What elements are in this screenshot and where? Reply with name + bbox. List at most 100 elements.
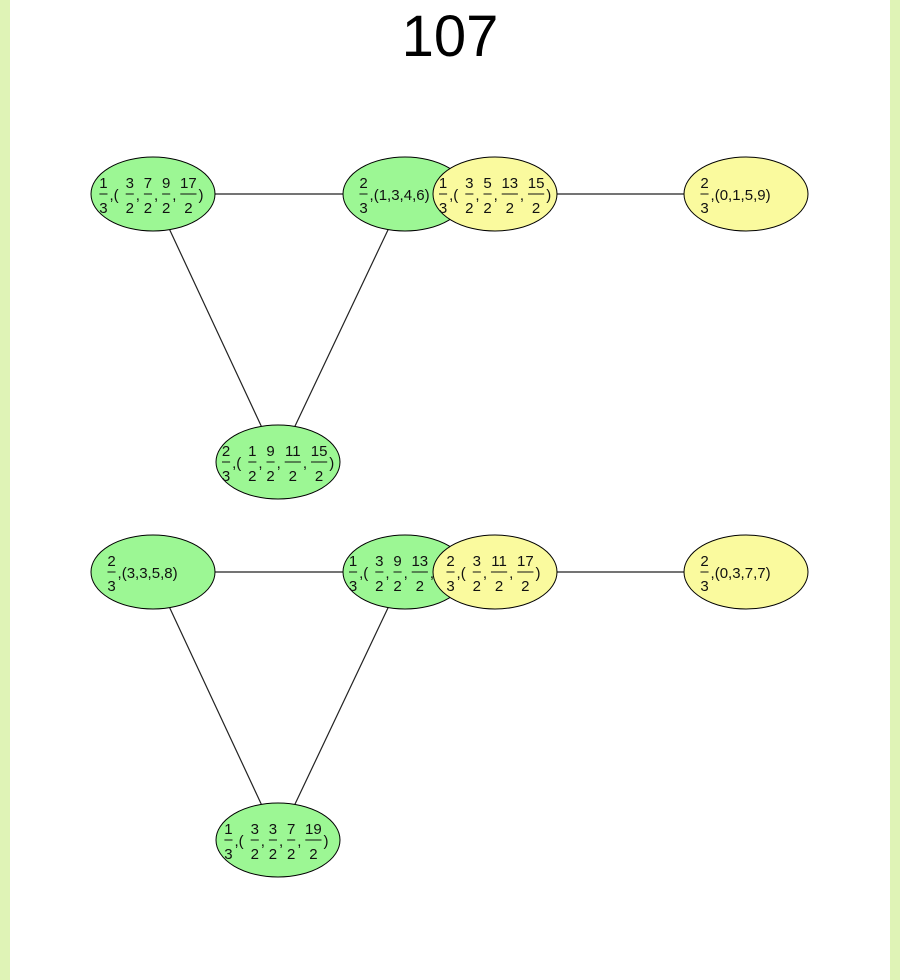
fraction-denominator: 3 xyxy=(700,200,708,217)
node-text: ) xyxy=(329,455,334,472)
fraction-numerator: 2 xyxy=(107,553,115,570)
node-text: ,( xyxy=(359,565,368,582)
fraction-numerator: 15 xyxy=(528,175,545,192)
fraction-denominator: 2 xyxy=(289,468,297,485)
fraction-numerator: 13 xyxy=(501,175,518,192)
node-label: 2 3,(0,3,7,7) xyxy=(700,553,770,595)
node-text: ) xyxy=(324,833,329,850)
nodes-layer: 13,(32,72,92,172)23,(1,3,4,6)13,(32,52,1… xyxy=(90,156,809,878)
fraction-denominator: 3 xyxy=(224,846,232,863)
fraction-numerator: 2 xyxy=(700,175,708,192)
node-text: , xyxy=(136,187,140,204)
fraction-numerator: 2 xyxy=(700,553,708,570)
node-label: 23,(32,112,172) xyxy=(446,553,540,595)
right-margin-strip xyxy=(890,0,900,980)
node-text: , xyxy=(509,565,513,582)
fraction-denominator: 2 xyxy=(162,200,170,217)
graph-node: 2 3,(0,3,7,7) xyxy=(683,534,809,610)
fraction-denominator: 3 xyxy=(349,578,357,595)
node-text: ,(0,3,7,7) xyxy=(711,565,771,582)
fraction-numerator: 15 xyxy=(311,443,328,460)
node-text: , xyxy=(303,455,307,472)
node-text: , xyxy=(404,565,408,582)
node-ellipse xyxy=(90,534,216,610)
node-text: ,( xyxy=(110,187,119,204)
node-text: , xyxy=(520,187,524,204)
node-text: , xyxy=(258,455,262,472)
fraction-numerator: 17 xyxy=(517,553,534,570)
fraction-denominator: 2 xyxy=(473,578,481,595)
graph-edge xyxy=(169,229,262,427)
fraction-denominator: 2 xyxy=(251,846,259,863)
fraction-denominator: 2 xyxy=(416,578,424,595)
node-text: ,( xyxy=(235,833,244,850)
fraction-numerator: 3 xyxy=(251,821,259,838)
node-text: ,(1,3,4,6) xyxy=(370,187,430,204)
fraction-denominator: 2 xyxy=(309,846,317,863)
fraction-numerator: 1 xyxy=(224,821,232,838)
graph-node: 2 3,(3,3,5,8) xyxy=(90,534,216,610)
node-text: , xyxy=(172,187,176,204)
fraction-numerator: 1 xyxy=(99,175,107,192)
fraction-numerator: 3 xyxy=(269,821,277,838)
node-text: ,( xyxy=(457,565,466,582)
node-label: 23,(12,92,112,152) xyxy=(222,443,334,485)
fraction-numerator: 1 xyxy=(248,443,256,460)
fraction-denominator: 2 xyxy=(287,846,295,863)
graph-node: 23,(32,112,172) xyxy=(432,534,558,610)
fraction-denominator: 3 xyxy=(439,200,447,217)
node-label: 2 3,(0,1,5,9) xyxy=(700,175,770,217)
node-text: ,(0,1,5,9) xyxy=(711,187,771,204)
node-text: ) xyxy=(535,565,540,582)
node-ellipse xyxy=(683,534,809,610)
fraction-numerator: 11 xyxy=(285,443,301,460)
fraction-numerator: 3 xyxy=(126,175,134,192)
fraction-numerator: 11 xyxy=(491,553,507,570)
node-text: , xyxy=(279,833,283,850)
node-text: , xyxy=(483,565,487,582)
fraction-denominator: 3 xyxy=(446,578,454,595)
graph-node: 23,(12,92,112,152) xyxy=(215,424,341,500)
fraction-denominator: 3 xyxy=(107,578,115,595)
fraction-denominator: 2 xyxy=(506,200,514,217)
fraction-denominator: 2 xyxy=(375,578,383,595)
graph-node: 2 3,(0,1,5,9) xyxy=(683,156,809,232)
fraction-denominator: 2 xyxy=(266,468,274,485)
fraction-numerator: 1 xyxy=(439,175,447,192)
fraction-numerator: 3 xyxy=(375,553,383,570)
graph-edge xyxy=(294,229,389,427)
fraction-denominator: 3 xyxy=(222,468,230,485)
fraction-denominator: 2 xyxy=(495,578,503,595)
fraction-numerator: 9 xyxy=(266,443,274,460)
node-text: , xyxy=(297,833,301,850)
graph-node: 13,(32,72,92,172) xyxy=(90,156,216,232)
fraction-numerator: 9 xyxy=(162,175,170,192)
fraction-denominator: 3 xyxy=(99,200,107,217)
node-ellipse xyxy=(432,156,558,232)
fraction-denominator: 2 xyxy=(521,578,529,595)
fraction-numerator: 7 xyxy=(144,175,152,192)
fraction-denominator: 2 xyxy=(532,200,540,217)
node-text: ,( xyxy=(449,187,458,204)
fraction-denominator: 2 xyxy=(144,200,152,217)
node-text: , xyxy=(277,455,281,472)
graph-node: 23,(1,3,4,6) xyxy=(342,156,468,232)
fraction-numerator: 1 xyxy=(349,553,357,570)
diagram-title: 107 xyxy=(401,4,499,69)
node-ellipse xyxy=(90,156,216,232)
graph-edge xyxy=(294,607,389,805)
fraction-denominator: 2 xyxy=(248,468,256,485)
fraction-numerator: 2 xyxy=(446,553,454,570)
fraction-denominator: 3 xyxy=(700,578,708,595)
node-label: 13,(32,32,72,192) xyxy=(224,821,328,863)
graph-node: 13,(32,32,72,192) xyxy=(215,802,341,878)
fraction-numerator: 2 xyxy=(222,443,230,460)
fraction-denominator: 2 xyxy=(184,200,192,217)
node-text: ,(3,3,5,8) xyxy=(118,565,178,582)
left-margin-strip xyxy=(0,0,10,980)
node-text: ) xyxy=(199,187,204,204)
node-text: , xyxy=(494,187,498,204)
node-text: ) xyxy=(546,187,551,204)
node-label: 13,(32,72,92,172) xyxy=(99,175,203,217)
